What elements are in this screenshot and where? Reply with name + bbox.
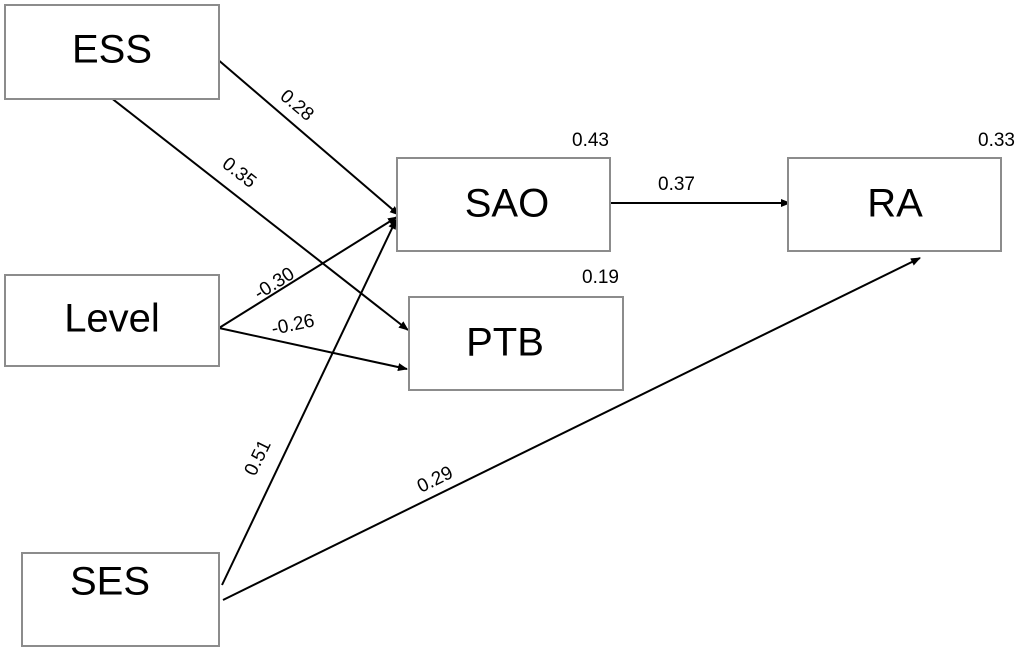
path-level-ptb <box>218 327 408 371</box>
node-label: SES <box>70 560 150 604</box>
coef-ess-sao: 0.28 <box>276 86 318 126</box>
coef-level-sao: -0.30 <box>251 263 299 304</box>
node-sao: SAO <box>396 157 611 252</box>
r2-ptb: 0.19 <box>582 267 619 288</box>
r2-ra: 0.33 <box>978 130 1015 151</box>
node-label: Level <box>64 297 160 341</box>
node-label: ESS <box>72 28 152 72</box>
node-label: SAO <box>465 182 549 226</box>
coef-level-ptb: -0.26 <box>270 310 317 340</box>
coef-ses-ra: 0.29 <box>414 462 456 497</box>
node-level: Level <box>4 274 220 367</box>
path-ses-sao <box>221 219 397 586</box>
node-ess: ESS <box>4 4 220 100</box>
path-level-sao <box>218 216 398 329</box>
node-ses: SES <box>21 552 220 647</box>
node-label: PTB <box>466 321 544 365</box>
coef-sao-ra: 0.37 <box>658 174 695 195</box>
r2-sao: 0.43 <box>572 130 609 151</box>
node-label: RA <box>867 182 923 226</box>
coef-ses-sao: 0.51 <box>241 437 276 479</box>
path-ses-ra <box>222 257 921 601</box>
path-ess-ptb <box>109 96 409 331</box>
node-ra: RA <box>787 157 1002 252</box>
path-ess-sao <box>215 57 400 216</box>
node-ptb: PTB <box>408 296 624 391</box>
